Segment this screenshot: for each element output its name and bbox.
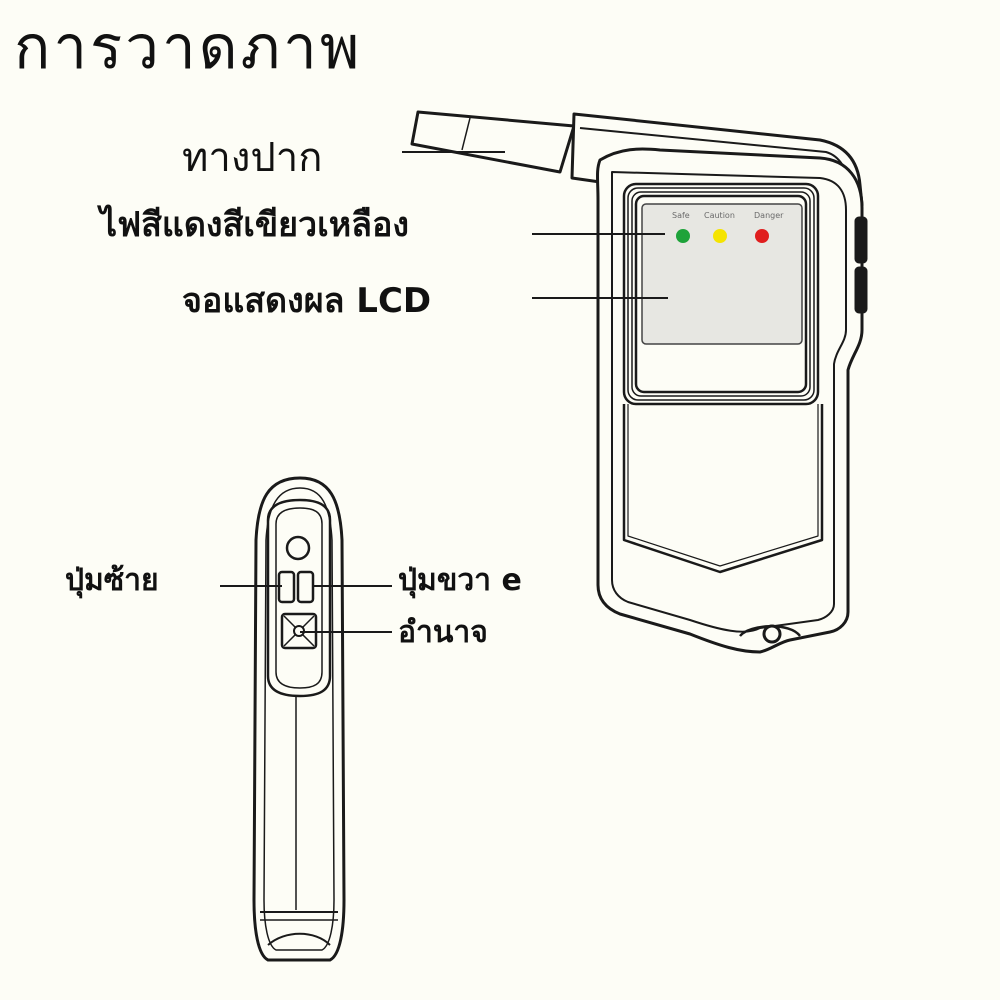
- screen-label-danger: Danger: [754, 211, 784, 220]
- screen-label-caution: Caution: [704, 211, 735, 220]
- display-bezel-ring-1: [627, 187, 815, 401]
- page-title: การวาดภาพ: [14, 13, 363, 83]
- label-left-button: ปุ่มซ้าย: [65, 563, 159, 598]
- label-right-button: ปุ่มขวา e: [398, 563, 522, 598]
- side-hole-icon: [285, 535, 311, 561]
- display-bezel-outer: [622, 182, 820, 406]
- led-yellow: [713, 229, 727, 243]
- side-device: [252, 476, 346, 962]
- label-power: อำนาจ: [398, 615, 488, 650]
- lower-panel: [622, 404, 824, 574]
- label-lights: ไฟสีแดงสีเขียวเหลือง: [100, 205, 410, 245]
- tube-seam: [461, 117, 471, 151]
- screen-label-safe: Safe: [672, 211, 690, 220]
- lower-panel-inner: [627, 404, 819, 567]
- display-bezel-inner: [634, 194, 808, 394]
- lcd-screen: [641, 203, 803, 345]
- side-face-plate-inner: [275, 507, 323, 689]
- device-body-inner: [611, 171, 847, 633]
- label-mouthpiece: ทางปาก: [182, 135, 323, 181]
- side-button-lower: [854, 266, 868, 314]
- side-bottom-curve: [267, 932, 331, 946]
- side-button-upper: [854, 216, 868, 264]
- led-red: [755, 229, 769, 243]
- side-face-plate: [266, 498, 332, 698]
- display-bezel-ring-2: [631, 191, 811, 397]
- mouthpiece-tube: [410, 110, 576, 174]
- led-green: [676, 229, 690, 243]
- bottom-hole-icon: [762, 624, 782, 644]
- label-lcd: จอแสดงผล LCD: [182, 281, 432, 321]
